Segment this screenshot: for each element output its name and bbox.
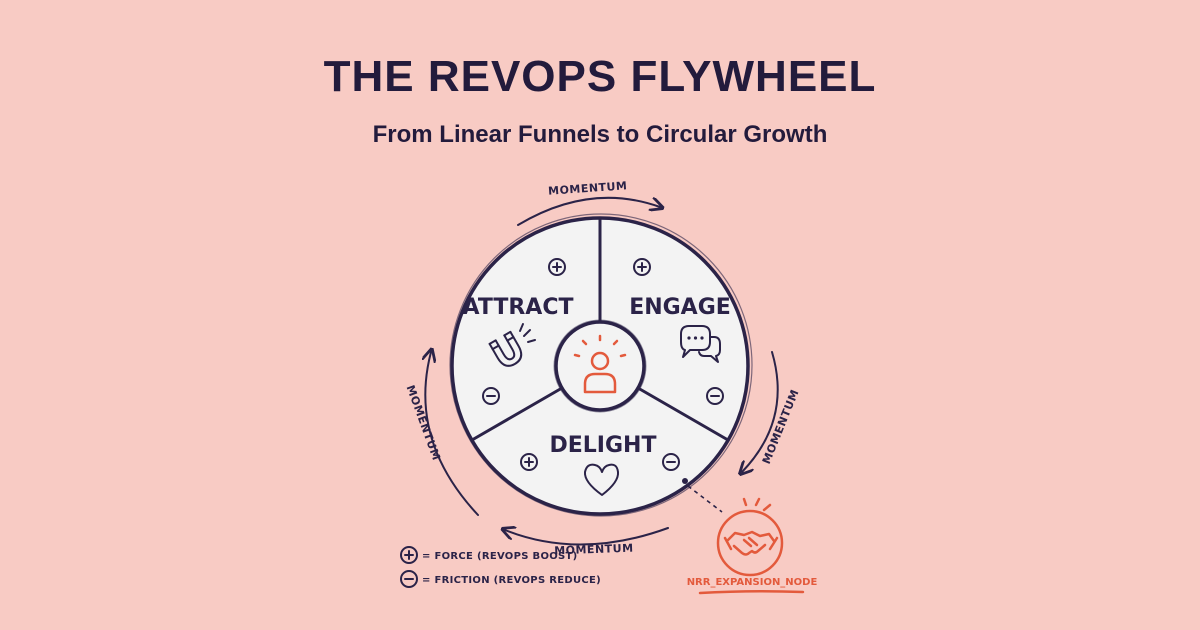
- friction-marker-delight: [662, 453, 680, 471]
- wheel-hub: [554, 320, 646, 412]
- segment-label-delight: DELIGHT: [550, 433, 657, 458]
- handshake-icon: [723, 530, 779, 556]
- nrr-expansion-underline: [698, 589, 805, 595]
- friction-marker-attract: [482, 387, 500, 405]
- chat-bubbles-icon: [680, 325, 721, 363]
- momentum-label-left: MOMENTUM: [404, 383, 443, 462]
- wheel-rim-sketch: [449, 213, 753, 517]
- momentum-label-top: MOMENTUM: [548, 179, 628, 198]
- segment-label-attract: ATTRACT: [463, 295, 574, 320]
- page-title: THE REVOPS FLYWHEEL: [323, 52, 877, 101]
- magnet-icon: [488, 330, 523, 367]
- legend: = FORCE (REVOPS BOOST) = FRICTION (REVOP…: [400, 546, 601, 588]
- momentum-label-bottom: MOMENTUM: [554, 542, 634, 558]
- legend-force-icon: [400, 546, 418, 564]
- momentum-arrows: [425, 196, 779, 546]
- customer-icon: [573, 334, 627, 394]
- divider-left: [470, 386, 564, 442]
- legend-friction-text: = FRICTION (REVOPS REDUCE): [422, 575, 601, 586]
- nrr-expansion-node: [716, 497, 784, 577]
- force-marker-delight: [520, 453, 538, 471]
- momentum-label-right: MOMENTUM: [760, 387, 802, 465]
- force-marker-engage: [633, 258, 651, 276]
- momentum-arrow-right: [742, 351, 779, 472]
- legend-force-text: = FORCE (REVOPS BOOST): [422, 551, 578, 562]
- connector-dot: [682, 478, 688, 484]
- divider-right: [636, 386, 730, 442]
- friction-marker-engage: [706, 387, 724, 405]
- momentum-arrow-top: [517, 196, 660, 226]
- momentum-arrow-bottom: [505, 528, 669, 546]
- flywheel: [449, 213, 753, 517]
- page-subtitle: From Linear Funnels to Circular Growth: [372, 121, 828, 148]
- heart-icon: [583, 463, 620, 496]
- momentum-arrow-left: [425, 352, 479, 516]
- connector-line: [687, 485, 723, 513]
- legend-friction-icon: [400, 570, 418, 588]
- nrr-expansion-label: NRR_EXPANSION_NODE: [687, 577, 818, 588]
- force-marker-attract: [548, 258, 566, 276]
- magnet-sparks: [519, 323, 536, 343]
- segment-label-engage: ENGAGE: [629, 295, 731, 320]
